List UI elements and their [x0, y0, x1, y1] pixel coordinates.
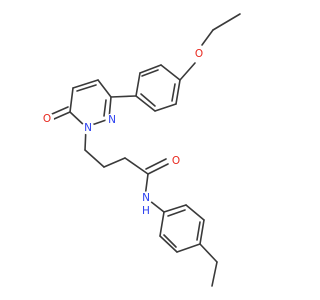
amide-hydrogen-atom: H	[140, 205, 152, 217]
bond	[145, 158, 167, 170]
bond	[201, 29, 214, 46]
bond-layer	[51, 13, 241, 287]
bond	[110, 95, 137, 98]
ring-nitrogen-label-2: N	[84, 122, 92, 134]
bond	[196, 221, 201, 241]
bond	[76, 84, 97, 92]
bond	[211, 261, 218, 287]
bond	[176, 243, 201, 253]
bond	[171, 83, 176, 102]
bond	[124, 157, 149, 175]
bond	[139, 64, 162, 74]
bond	[53, 111, 71, 120]
ethoxy-oxygen-atom: O	[192, 47, 206, 61]
bond	[199, 243, 218, 263]
bond	[185, 204, 205, 221]
molecule-structure-diagram: O N N O O N H	[40, 13, 241, 287]
bond	[147, 163, 169, 175]
bond	[72, 79, 99, 89]
bond	[103, 99, 107, 117]
bond	[135, 72, 141, 97]
amide-nitrogen-label: N	[142, 192, 150, 204]
bond	[175, 79, 181, 105]
ethoxy-oxygen-label: O	[195, 48, 203, 60]
bond	[140, 93, 156, 107]
amide-oxygen-atom: O	[169, 154, 183, 168]
ring-nitrogen-label-1: N	[108, 114, 116, 126]
amide-nitrogen-atom: N	[139, 191, 153, 205]
ring-carbonyl-oxygen-atom: O	[40, 112, 54, 126]
bond	[179, 62, 196, 81]
bond	[141, 69, 159, 77]
bond	[51, 106, 69, 115]
ring-nitrogen-atom-1: N	[105, 113, 119, 127]
bond	[69, 87, 74, 113]
bond	[103, 157, 126, 168]
bond	[167, 209, 186, 217]
bond	[97, 79, 112, 98]
ring-carbonyl-oxygen-label: O	[43, 113, 51, 125]
bond	[135, 95, 156, 112]
bond	[199, 219, 205, 245]
bond	[159, 235, 178, 253]
amide-hydrogen-label: H	[142, 205, 150, 217]
bond	[163, 234, 177, 248]
bond	[163, 204, 187, 213]
bond	[212, 13, 241, 31]
bond	[154, 103, 177, 112]
atom-layer: O N N O O N H	[40, 47, 206, 217]
bond	[160, 64, 181, 81]
bond	[159, 211, 165, 237]
ring-nitrogen-atom-2: N	[81, 121, 95, 135]
amide-oxygen-label: O	[172, 155, 180, 167]
bond	[84, 149, 105, 168]
